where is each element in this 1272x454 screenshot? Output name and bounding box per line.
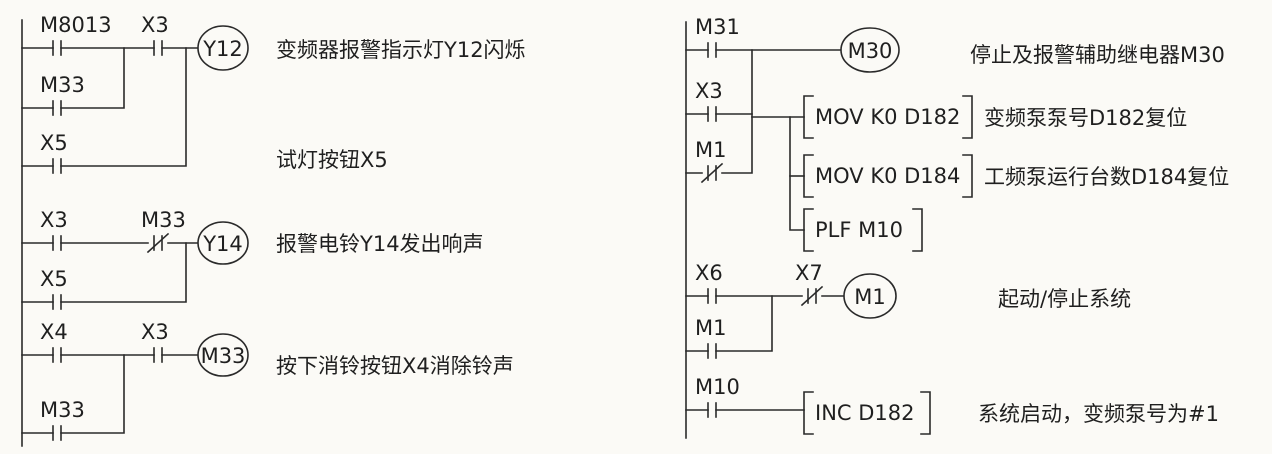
contact-label: X3 — [141, 320, 169, 344]
contact-label: X7 — [795, 261, 823, 285]
coil-label: Y14 — [202, 232, 243, 256]
wire — [715, 295, 773, 352]
instruction-box — [803, 154, 973, 198]
wiring — [21, 19, 845, 447]
coil-label: M1 — [854, 285, 885, 309]
contact-m33-no — [52, 100, 62, 116]
contact-x4-no — [52, 347, 62, 363]
annotation-m30: 停止及报警辅助继电器M30 — [970, 43, 1225, 67]
contact-label: M1 — [695, 138, 726, 162]
wire — [60, 47, 187, 167]
wire — [60, 354, 125, 434]
coil-m1 — [843, 273, 897, 319]
contact-x7-nc — [800, 285, 824, 307]
contact-m33-nc — [146, 232, 170, 254]
contact-m1-no — [707, 343, 717, 359]
instruction-text: MOV K0 D184 — [815, 164, 960, 188]
ladder-labels: M8013M33X5X3X3X5M33X4M33X3M31X3M1X6M1X7M… — [40, 13, 1229, 426]
wire — [789, 116, 805, 231]
annotation-y12: 变频器报警指示灯Y12闪烁 — [276, 38, 526, 62]
contact-label: M33 — [40, 398, 85, 422]
contact-x3-no — [707, 106, 717, 122]
wire — [60, 242, 187, 303]
instruction-box — [803, 95, 973, 139]
annotation-y14: 报警电铃Y14发出响声 — [276, 232, 484, 256]
coil-label: M30 — [848, 39, 893, 63]
coil-y14 — [197, 221, 249, 265]
contact-label: M10 — [695, 375, 740, 399]
instruction-box — [803, 391, 931, 435]
contact-label: X3 — [141, 13, 169, 37]
coil-label: Y12 — [202, 37, 243, 61]
instruction-text: INC D182 — [815, 401, 915, 425]
wire — [721, 49, 753, 174]
contact-label: M33 — [141, 208, 186, 232]
contact-m1-nc — [700, 162, 724, 184]
annotation-d184: 工频泵运行台数D184复位 — [984, 165, 1229, 189]
annotation-d182: 变频泵泵号D182复位 — [984, 106, 1187, 130]
ladder-elements — [52, 25, 973, 441]
contact-label: X3 — [695, 79, 723, 103]
coil-m33 — [197, 333, 249, 377]
contact-label: X6 — [695, 261, 723, 285]
annotation-x5: 试灯按钮X5 — [276, 148, 388, 172]
contact-x6-no — [707, 288, 717, 304]
contact-x3-no — [52, 235, 62, 251]
coil-label: M33 — [201, 344, 246, 368]
contact-x5-no — [52, 158, 62, 174]
annotation-m1: 起动/停止系统 — [998, 287, 1131, 311]
annotation-m33: 按下消铃按钮X4消除铃声 — [276, 354, 514, 378]
contact-x5-no — [52, 294, 62, 310]
contact-m8013-no — [52, 40, 62, 56]
contact-x3-no — [153, 347, 163, 363]
coil-m30 — [840, 27, 900, 73]
contact-label: X3 — [40, 208, 68, 232]
contact-label: M8013 — [40, 13, 112, 37]
wire — [60, 47, 125, 109]
contact-m33-no — [52, 425, 62, 441]
contact-label: M33 — [40, 73, 85, 97]
coil-y12 — [197, 25, 249, 71]
instruction-box — [803, 208, 923, 252]
contact-label: M31 — [695, 15, 740, 39]
contact-label: X5 — [40, 267, 68, 291]
contact-x3-no — [153, 40, 163, 56]
contact-label: X5 — [40, 131, 68, 155]
contact-label: M1 — [695, 316, 726, 340]
contact-label: X4 — [40, 320, 68, 344]
contact-m10-no — [707, 402, 717, 418]
instruction-text: PLF M10 — [815, 218, 903, 242]
contact-m31-no — [707, 42, 717, 58]
annotation-inc: 系统启动，变频泵号为#1 — [978, 402, 1219, 426]
instruction-text: MOV K0 D182 — [815, 105, 960, 129]
